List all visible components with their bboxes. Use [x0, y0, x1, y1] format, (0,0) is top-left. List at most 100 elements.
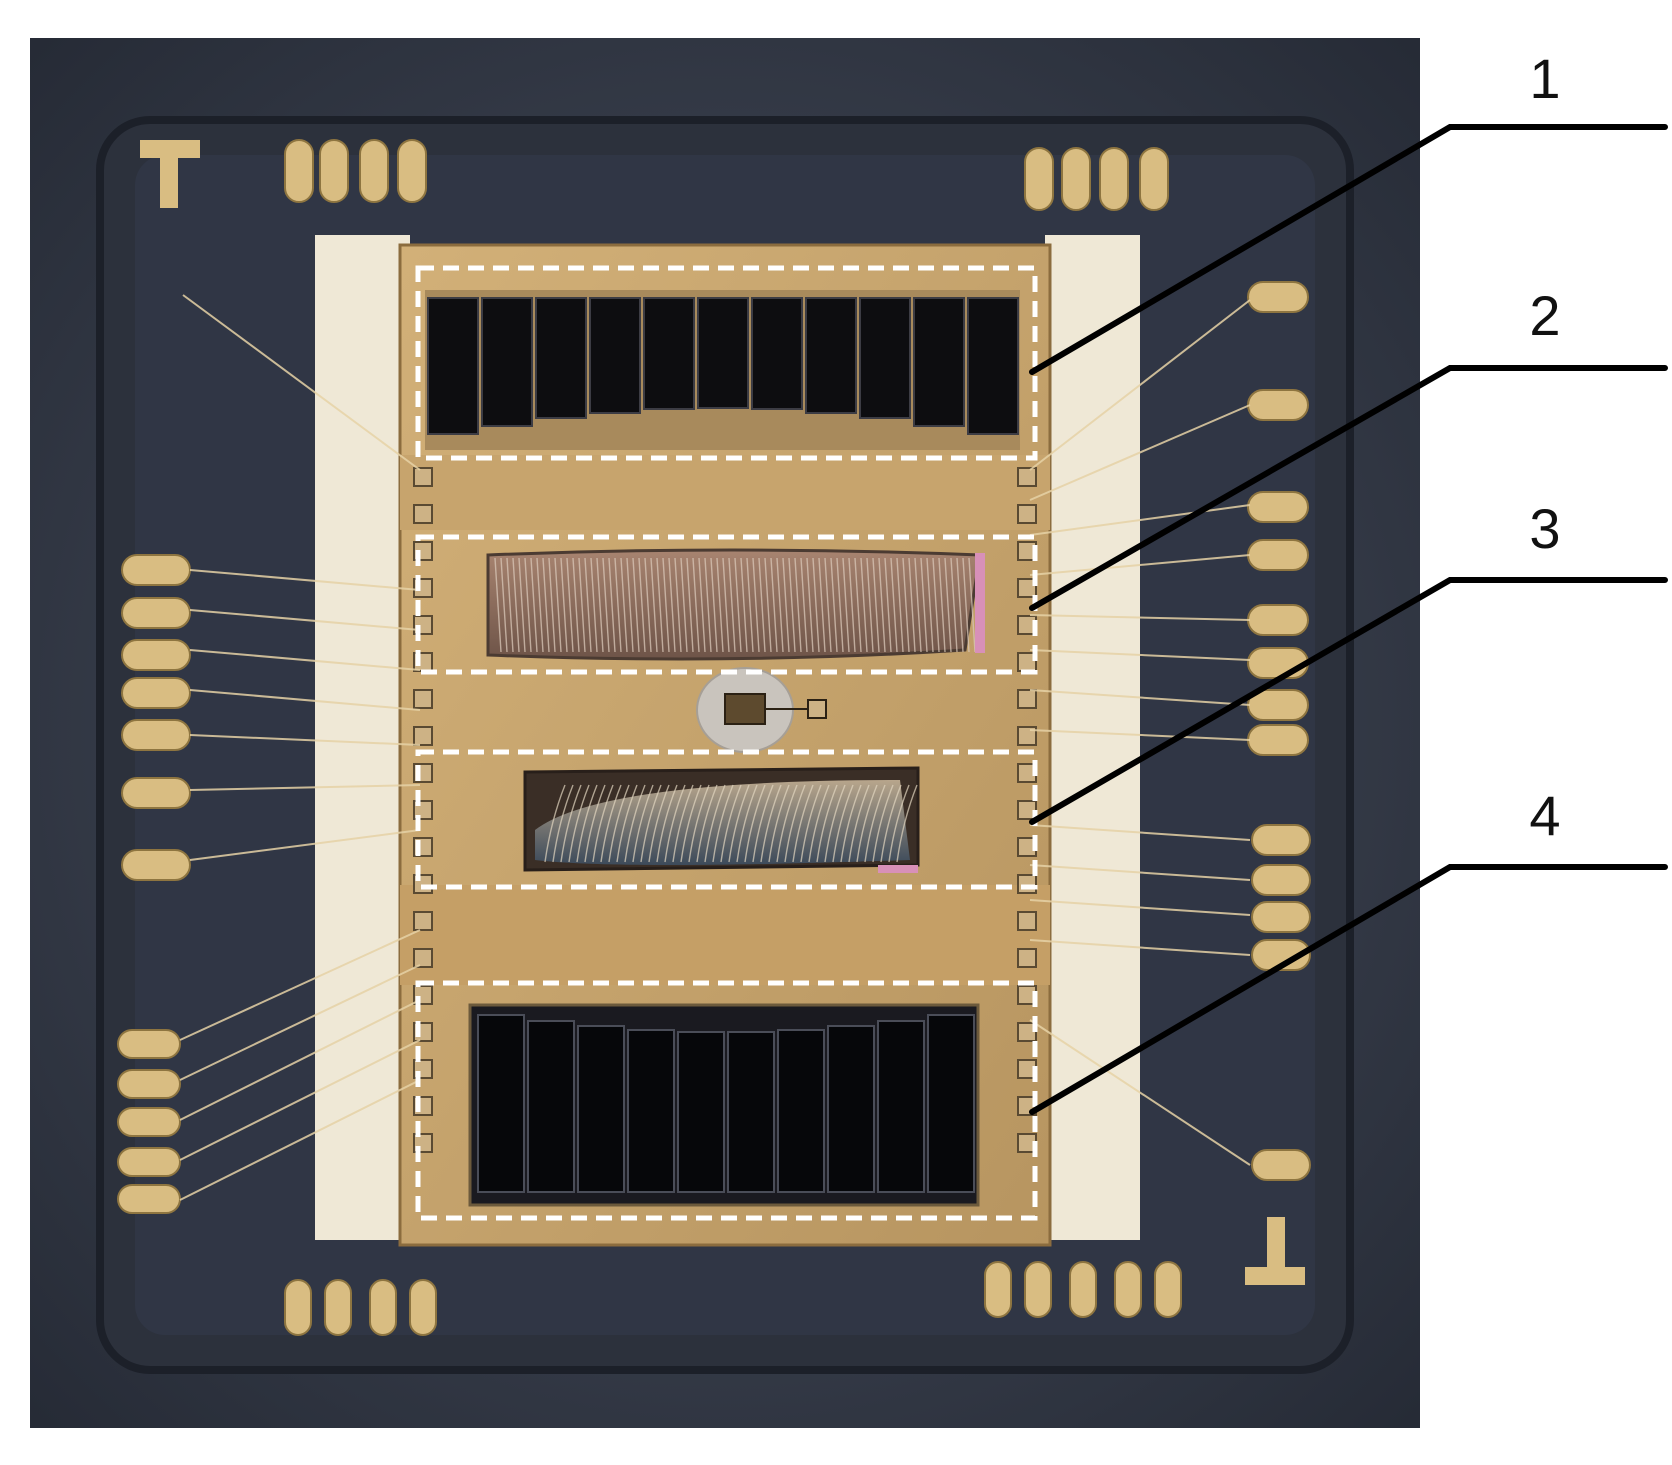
die-pad [1017, 726, 1037, 746]
package-pad [121, 677, 191, 709]
comb-finger [824, 784, 846, 863]
box-1 [415, 265, 1038, 461]
comb-finger [896, 557, 904, 653]
comb-finger [692, 557, 700, 653]
package-pad [359, 139, 389, 203]
die-pad [413, 911, 433, 931]
comb-finger [760, 784, 782, 863]
package-pad [1247, 604, 1309, 636]
comb-finger [944, 557, 952, 653]
package-bond-pads [117, 139, 1311, 1336]
comb-finger [620, 557, 628, 653]
leader-line-1 [1029, 124, 1668, 375]
comb-finger [716, 557, 724, 653]
actuator-plate [627, 1029, 675, 1193]
center-mirror [696, 667, 827, 753]
package-pad [409, 1279, 437, 1336]
comb-finger [764, 557, 772, 653]
comb-finger [584, 784, 606, 863]
comb-finger [664, 784, 686, 863]
bond-wire [189, 784, 421, 791]
package-pad [1114, 1261, 1142, 1318]
comb-finger [880, 784, 902, 863]
bottom-actuator-array [468, 1003, 980, 1207]
leader-line-2 [1029, 365, 1668, 611]
comb-finger [770, 557, 778, 653]
comb-finger [680, 784, 702, 863]
bond-wire [189, 734, 421, 746]
package-pad [397, 139, 427, 203]
alignment-marks [140, 140, 1305, 1285]
comb-finger [560, 784, 582, 863]
comb-finger [576, 784, 598, 863]
package-pad [1154, 1261, 1182, 1318]
comb-finger [854, 557, 862, 653]
lower-comb-drive [523, 766, 920, 873]
comb-finger [920, 557, 928, 653]
package-pad [319, 139, 349, 203]
bond-wire [1029, 614, 1251, 621]
die-pad [413, 948, 433, 968]
comb-finger [518, 557, 526, 653]
comb-finger [792, 784, 814, 863]
bond-wire [189, 569, 421, 591]
bond-wire [1029, 1019, 1251, 1166]
package-pad [117, 1069, 181, 1099]
top-actuator-array [425, 290, 1020, 450]
package-pad [121, 639, 191, 671]
package-pad [117, 1147, 181, 1177]
comb-finger [836, 557, 844, 653]
comb-finger [962, 557, 970, 653]
bond-wire [1029, 299, 1251, 471]
comb-finger [788, 557, 796, 653]
comb-finger [800, 557, 808, 653]
comb-finger [524, 557, 532, 653]
comb-finger [592, 784, 614, 863]
comb-finger [782, 557, 790, 653]
actuator-plate [577, 1025, 625, 1193]
comb-finger [656, 784, 678, 863]
comb-finger [626, 557, 634, 653]
bond-wire [1029, 939, 1251, 956]
comb-finger [632, 557, 640, 653]
bond-wire [1029, 729, 1251, 741]
package-pad [1069, 1261, 1097, 1318]
die-pad [413, 726, 433, 746]
comb-finger [818, 557, 826, 653]
bond-wires [179, 294, 1251, 1201]
comb-finger [688, 784, 710, 863]
comb-finger [842, 557, 850, 653]
actuator-plate [677, 1031, 725, 1193]
comb-finger [668, 557, 676, 653]
comb-finger [908, 557, 916, 653]
comb-finger [568, 784, 590, 863]
callout-label-1: 1 [1529, 47, 1560, 110]
comb-finger [578, 557, 586, 653]
bond-wire [189, 609, 421, 631]
package-pad [1247, 539, 1309, 571]
comb-finger [596, 557, 604, 653]
actuator-plate [827, 1025, 875, 1193]
comb-finger [616, 784, 638, 863]
die-pad [1017, 689, 1037, 709]
bond-wire [1029, 404, 1251, 501]
comb-finger [704, 557, 712, 653]
bond-wire [1029, 504, 1251, 536]
comb-finger [712, 784, 734, 863]
comb-finger [950, 557, 958, 653]
comb-finger [832, 784, 854, 863]
callout-labels: 1 2 3 4 [1529, 47, 1560, 847]
actuator-plate [967, 297, 1019, 435]
comb-finger [872, 557, 880, 653]
die-pad [413, 689, 433, 709]
ceramic-strips [315, 235, 1140, 1240]
callout-label-3: 3 [1529, 497, 1560, 560]
package-pad [1247, 724, 1309, 756]
comb-finger [956, 557, 964, 653]
actuator-plate [877, 1020, 925, 1193]
comb-finger [968, 557, 976, 653]
package-pad [121, 554, 191, 586]
leader-lines [1029, 124, 1668, 1115]
package-pad [121, 849, 191, 881]
comb-finger [698, 557, 706, 653]
